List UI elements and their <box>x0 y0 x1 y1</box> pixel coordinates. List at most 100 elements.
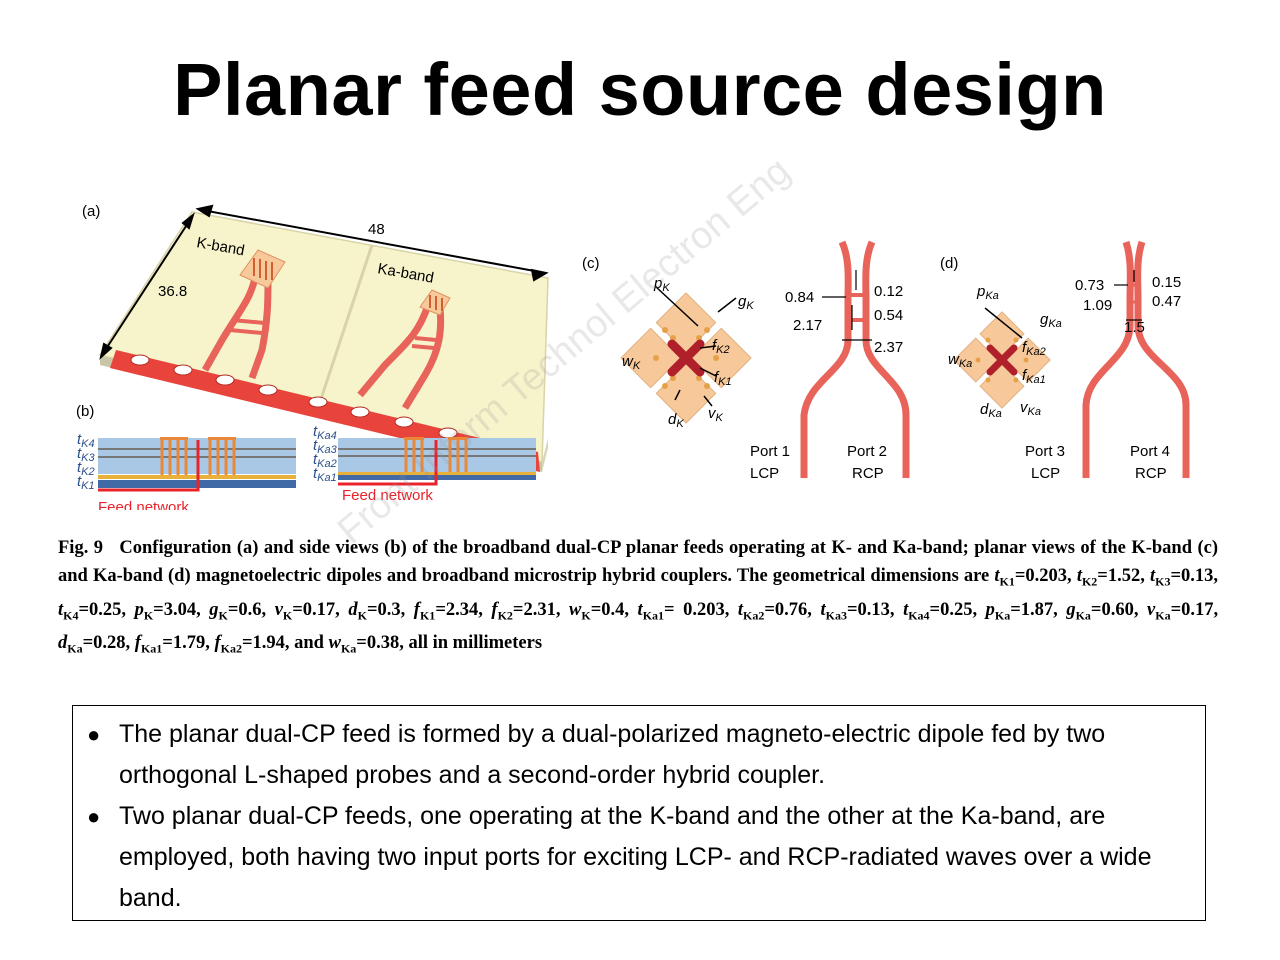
k-band-patch <box>239 249 286 289</box>
caption-param: vKa=0.17, <box>1147 599 1219 623</box>
caption-param: tKa1= 0.203, <box>637 599 738 623</box>
caption-param: gK=0.6, <box>209 599 275 623</box>
f-ka2-label: fKa2 <box>1022 339 1046 358</box>
k-dim-1: 0.12 <box>874 283 903 300</box>
caption-param: tKa3=0.13, <box>820 599 904 623</box>
svg-text:tK2: tK2 <box>77 459 95 478</box>
ka-band-patch <box>419 289 451 316</box>
figure: (a) <box>0 190 1280 516</box>
bullet-text: Two planar dual-CP feeds, one operating … <box>119 802 1152 912</box>
bullet-item: ● The planar dual-CP feed is formed by a… <box>87 714 1189 796</box>
caption-param: fKa1=1.79, <box>134 633 215 657</box>
svg-text:tKa3: tKa3 <box>313 437 338 456</box>
panel-a-label: (a) <box>82 203 100 220</box>
g-k-label: gK <box>738 293 754 312</box>
caption-fig-label: Fig. 9 <box>58 538 104 558</box>
side-view-k <box>98 437 296 492</box>
figure-caption: Fig. 9 Configuration (a) and side views … <box>58 534 1218 663</box>
port-4-label: Port 4 <box>1130 443 1170 460</box>
port-2-pol: RCP <box>852 465 884 482</box>
caption-param: tK4=0.25, <box>58 599 135 623</box>
bullet-dot-icon: ● <box>87 722 101 747</box>
f-k2-label: fK2 <box>712 337 730 356</box>
ka-band-coupler <box>1082 240 1190 478</box>
v-ka-label: vKa <box>1020 399 1041 418</box>
svg-text:tK4: tK4 <box>77 431 95 450</box>
caption-param: fK1=2.34, <box>413 599 492 623</box>
figure-svg: (a) <box>76 203 1190 516</box>
d-ka-label: dKa <box>980 401 1002 420</box>
ka-dim-1: 0.15 <box>1152 274 1181 291</box>
v-k-label: vK <box>708 405 724 424</box>
caption-text: Configuration (a) and side views (b) of … <box>58 538 1218 586</box>
panel-d-label: (d) <box>940 255 958 272</box>
bullet-box: ● The planar dual-CP feed is formed by a… <box>72 705 1206 921</box>
side-view-ka-labels: tKa4 tKa3 tKa2 tKa1 <box>313 423 338 484</box>
caption-param: tKa4=0.25, <box>903 599 986 623</box>
caption-param: dKa=0.28, <box>58 633 135 657</box>
k-dim-2: 2.17 <box>793 317 822 334</box>
bullet-dot-icon: ● <box>87 804 101 829</box>
caption-param: pK=3.04, <box>134 599 210 623</box>
port-1-pol: LCP <box>750 465 779 482</box>
w-ka-label: wKa <box>948 351 972 370</box>
caption-param: dK=0.3, <box>348 599 414 623</box>
k-band-coupler <box>800 240 910 478</box>
board-right-edge <box>542 438 548 472</box>
port-3-label: Port 3 <box>1025 443 1065 460</box>
g-ka-label: gKa <box>1040 311 1062 330</box>
k-dim-3: 0.54 <box>874 307 903 324</box>
k-dim-0: 0.84 <box>785 289 814 306</box>
dim-width: 36.8 <box>158 283 187 300</box>
caption-param: tK1=0.203, <box>994 566 1077 589</box>
port-1-label: Port 1 <box>750 443 790 460</box>
d-k-label: dK <box>668 411 684 430</box>
p-k-label: pK <box>653 275 670 294</box>
caption-param: wKa=0.38, all in millimeters <box>328 633 543 657</box>
k-coupler-dim-arrows <box>822 270 872 341</box>
slide-title: Planar feed source design <box>173 48 1107 131</box>
svg-text:tK1: tK1 <box>77 473 95 492</box>
caption-param: tK3=0.13, <box>1149 566 1218 589</box>
svg-text:tKa4: tKa4 <box>313 423 337 442</box>
ka-dim-0: 0.73 <box>1075 277 1104 294</box>
svg-text:tKa2: tKa2 <box>313 451 337 470</box>
side-view-ka <box>338 437 536 486</box>
k-dim-4: 2.37 <box>874 339 903 356</box>
f-k1-label: fK1 <box>714 369 732 388</box>
caption-param: tKa2=0.76, <box>737 599 821 623</box>
caption-param: gKa=0.60, <box>1066 599 1148 623</box>
panel-b-label: (b) <box>76 403 94 420</box>
caption-param: fKa2=1.94, and <box>214 633 329 657</box>
feed-network-label-k: Feed network <box>98 499 189 510</box>
caption-param: wK=0.4, <box>569 599 638 623</box>
k-band-dipole <box>620 285 752 424</box>
ka-band-dipole <box>953 307 1051 409</box>
side-view-k-labels: tK4 tK3 tK2 tK1 <box>77 431 96 492</box>
f-ka1-label: fKa1 <box>1022 367 1046 386</box>
ka-dim-2: 1.09 <box>1083 297 1112 314</box>
substrate-top <box>98 211 549 463</box>
bullet-text: The planar dual-CP feed is formed by a d… <box>119 720 1106 789</box>
dim-length: 48 <box>368 221 385 238</box>
port-4-pol: RCP <box>1135 465 1167 482</box>
svg-text:tK3: tK3 <box>77 445 96 464</box>
ka-dim-4: 1.5 <box>1124 319 1145 336</box>
ka-band-traces <box>357 303 445 410</box>
port-2-label: Port 2 <box>847 443 887 460</box>
caption-param: pKa=1.87, <box>985 599 1067 623</box>
svg-text:tKa1: tKa1 <box>313 465 337 484</box>
caption-params: tK1=0.203, tK2=1.52, tK3=0.13, tK4=0.25,… <box>58 566 1219 657</box>
caption-param: fK2=2.31, <box>491 599 570 623</box>
board-divider <box>316 244 374 409</box>
ka-dim-3: 0.47 <box>1152 293 1181 310</box>
ka-coupler-dim-arrows <box>1114 270 1142 321</box>
bullet-item: ● Two planar dual-CP feeds, one operatin… <box>87 796 1189 919</box>
feed-network-label-ka: Feed network <box>342 487 433 504</box>
panel-c-label: (c) <box>582 255 600 272</box>
caption-param: tK2=1.52, <box>1076 566 1150 589</box>
p-ka-label: pKa <box>976 283 999 302</box>
w-k-label: wK <box>622 353 641 372</box>
caption-param: vK=0.17, <box>274 599 349 623</box>
dimension-arrows <box>99 204 549 360</box>
